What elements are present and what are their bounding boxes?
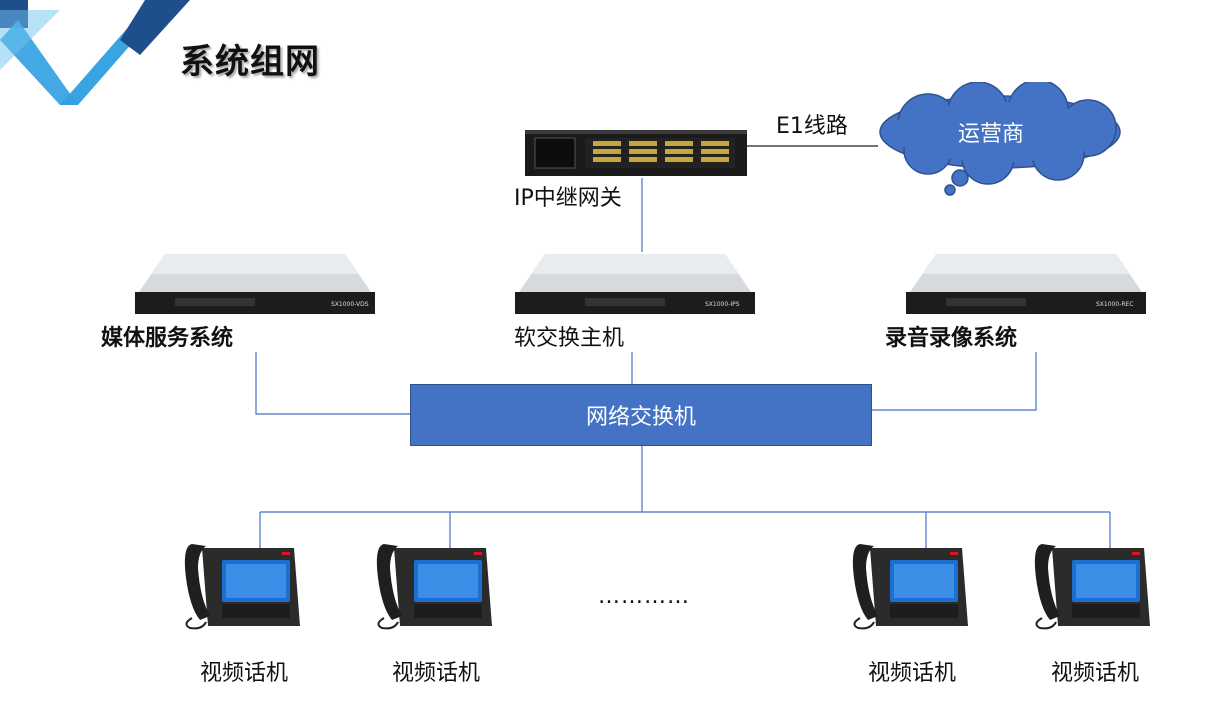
video-phone-2	[375, 543, 493, 630]
video-phone-label-1: 视频话机	[200, 661, 289, 686]
carrier-label: 运营商	[958, 122, 1025, 147]
network-switch-box: 网络交换机	[410, 384, 872, 446]
media-server-model: SX1000-VDS	[331, 301, 369, 308]
corner-stroke-dark	[120, 0, 190, 55]
video-phone-3	[851, 543, 969, 630]
video-phone-4	[1033, 543, 1151, 630]
video-phone-1	[183, 543, 301, 630]
corner-stroke-pale	[0, 10, 60, 70]
softswitch-device: SX1000-IPS	[515, 254, 755, 314]
page-title: 系统组网	[180, 42, 320, 82]
e1-link-label: E1线路	[776, 114, 848, 139]
line-media-switch	[255, 352, 410, 415]
gateway-label: IP中继网关	[514, 186, 622, 211]
video-phone-label-4: 视频话机	[1051, 661, 1140, 686]
softswitch-model: SX1000-IPS	[705, 301, 740, 308]
recording-server-model: SX1000-REC	[1096, 301, 1134, 308]
network-switch-label: 网络交换机	[585, 405, 696, 430]
recording-server-device: SX1000-REC	[906, 254, 1146, 314]
video-phone-label-3: 视频话机	[868, 661, 957, 686]
line-recording-switch	[872, 352, 1037, 411]
ellipsis: …………	[598, 584, 690, 609]
media-server-device: SX1000-VDS	[135, 254, 375, 314]
softswitch-label: 软交换主机	[514, 326, 625, 351]
recording-server-label: 录音录像系统	[885, 325, 1018, 351]
video-phone-label-2: 视频话机	[392, 661, 481, 686]
carrier-cloud	[879, 82, 1121, 196]
gateway-device	[525, 130, 747, 176]
media-server-label: 媒体服务系统	[101, 325, 234, 351]
corner-decoration	[0, 0, 190, 105]
